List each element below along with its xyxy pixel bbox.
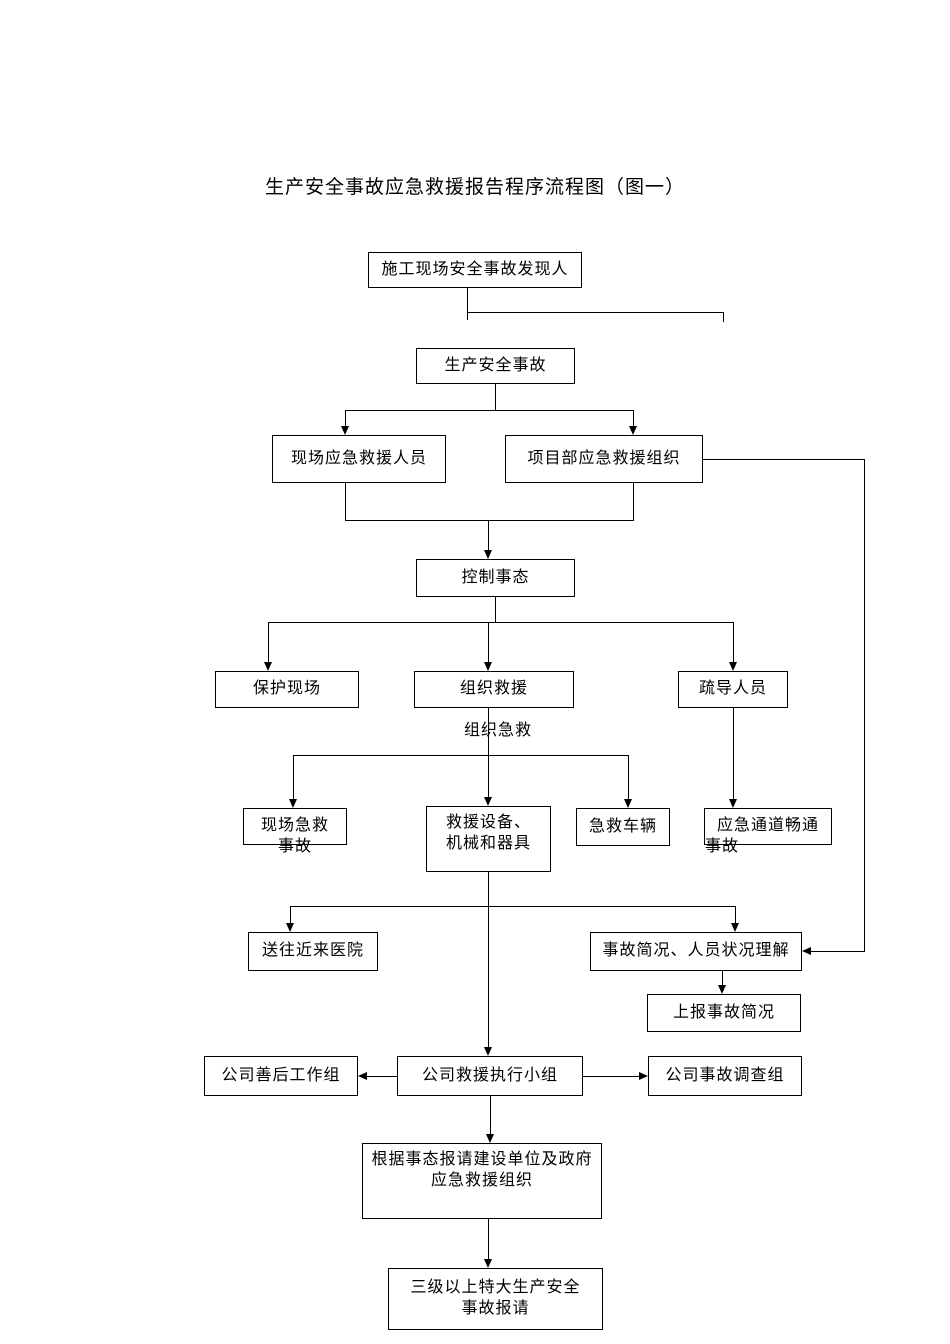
- arrow-down-icon: [289, 799, 297, 808]
- connector-line: [345, 520, 634, 521]
- arrow-down-icon: [729, 662, 737, 671]
- connector-line: [633, 483, 634, 520]
- arrow-left-icon: [802, 947, 811, 955]
- connector-line: [345, 410, 346, 427]
- node-request-gov: 根据事态报请建设单位及政府 应急救援组织: [362, 1143, 602, 1219]
- connector-line: [488, 708, 489, 755]
- connector-line: [293, 755, 628, 756]
- connector-line: [290, 906, 291, 923]
- connector-line: [703, 459, 864, 460]
- connector-line: [490, 1096, 491, 1134]
- arrow-down-icon: [484, 1259, 492, 1268]
- connector-line: [583, 1076, 639, 1077]
- connector-line: [467, 312, 724, 313]
- connector-line: [733, 622, 734, 662]
- node-aftermath-group: 公司善后工作组: [204, 1056, 358, 1096]
- connector-line: [488, 1219, 489, 1259]
- connector-line: [723, 312, 724, 322]
- arrow-left-icon: [358, 1072, 367, 1080]
- connector-line: [293, 755, 294, 799]
- arrow-down-icon: [484, 1047, 492, 1056]
- connector-line: [268, 622, 269, 662]
- connector-line: [488, 520, 489, 551]
- connector-line: [811, 951, 864, 952]
- connector-line: [488, 872, 489, 1047]
- node-guide-people: 疏导人员: [678, 671, 788, 708]
- connector-line: [290, 906, 735, 907]
- node-ambulance: 急救车辆: [576, 808, 670, 846]
- connector-line: [367, 1076, 397, 1077]
- node-briefing: 事故简况、人员状况理解: [590, 932, 802, 971]
- connector-line: [467, 288, 468, 320]
- arrow-down-icon: [484, 550, 492, 559]
- label-emergency-channel-overflow: 事故: [705, 838, 740, 855]
- node-investigation-group: 公司事故调查组: [648, 1056, 802, 1096]
- arrow-down-icon: [729, 799, 737, 808]
- arrow-down-icon: [718, 985, 726, 994]
- node-control: 控制事态: [416, 559, 575, 597]
- node-site-rescuers: 现场应急救援人员: [272, 435, 446, 483]
- arrow-down-icon: [731, 923, 739, 932]
- connector-line: [345, 483, 346, 520]
- node-hospital: 送往近来医院: [248, 932, 378, 971]
- connector-line: [495, 597, 496, 622]
- connector-line: [345, 410, 633, 411]
- node-accident: 生产安全事故: [416, 348, 575, 384]
- node-final-report: 三级以上特大生产安全 事故报请: [388, 1268, 603, 1330]
- node-rescue-exec-group: 公司救援执行小组: [397, 1056, 583, 1096]
- arrow-down-icon: [484, 662, 492, 671]
- label-site-first-aid-overflow: 事故: [277, 838, 312, 855]
- connector-line: [722, 971, 723, 985]
- label-organize-first-aid: 组织急救: [463, 722, 532, 739]
- connector-line: [488, 755, 489, 797]
- node-emergency-channel: 应急通道畅通: [704, 808, 832, 845]
- page-title: 生产安全事故应急救援报告程序流程图（图一）: [264, 177, 685, 198]
- node-project-org: 项目部应急救援组织: [505, 435, 703, 483]
- connector-line: [495, 384, 496, 410]
- node-organize-rescue: 组织救援: [414, 671, 574, 708]
- arrow-right-icon: [639, 1072, 648, 1080]
- connector-line: [268, 622, 733, 623]
- arrow-down-icon: [484, 797, 492, 806]
- connector-line: [864, 459, 865, 952]
- arrow-down-icon: [486, 1134, 494, 1143]
- node-report-briefing: 上报事故简况: [647, 994, 801, 1032]
- arrow-down-icon: [629, 426, 637, 435]
- node-site-first-aid: 现场急救: [243, 808, 347, 845]
- arrow-down-icon: [624, 799, 632, 808]
- arrow-down-icon: [264, 662, 272, 671]
- arrow-down-icon: [341, 426, 349, 435]
- arrow-down-icon: [286, 923, 294, 932]
- connector-line: [633, 410, 634, 427]
- connector-line: [735, 906, 736, 923]
- connector-line: [628, 755, 629, 799]
- node-discoverer: 施工现场安全事故发现人: [368, 252, 582, 288]
- connector-line: [733, 708, 734, 799]
- connector-line: [488, 622, 489, 662]
- node-protect-scene: 保护现场: [215, 671, 359, 708]
- node-rescue-equipment: 救援设备、 机械和器具: [426, 806, 551, 872]
